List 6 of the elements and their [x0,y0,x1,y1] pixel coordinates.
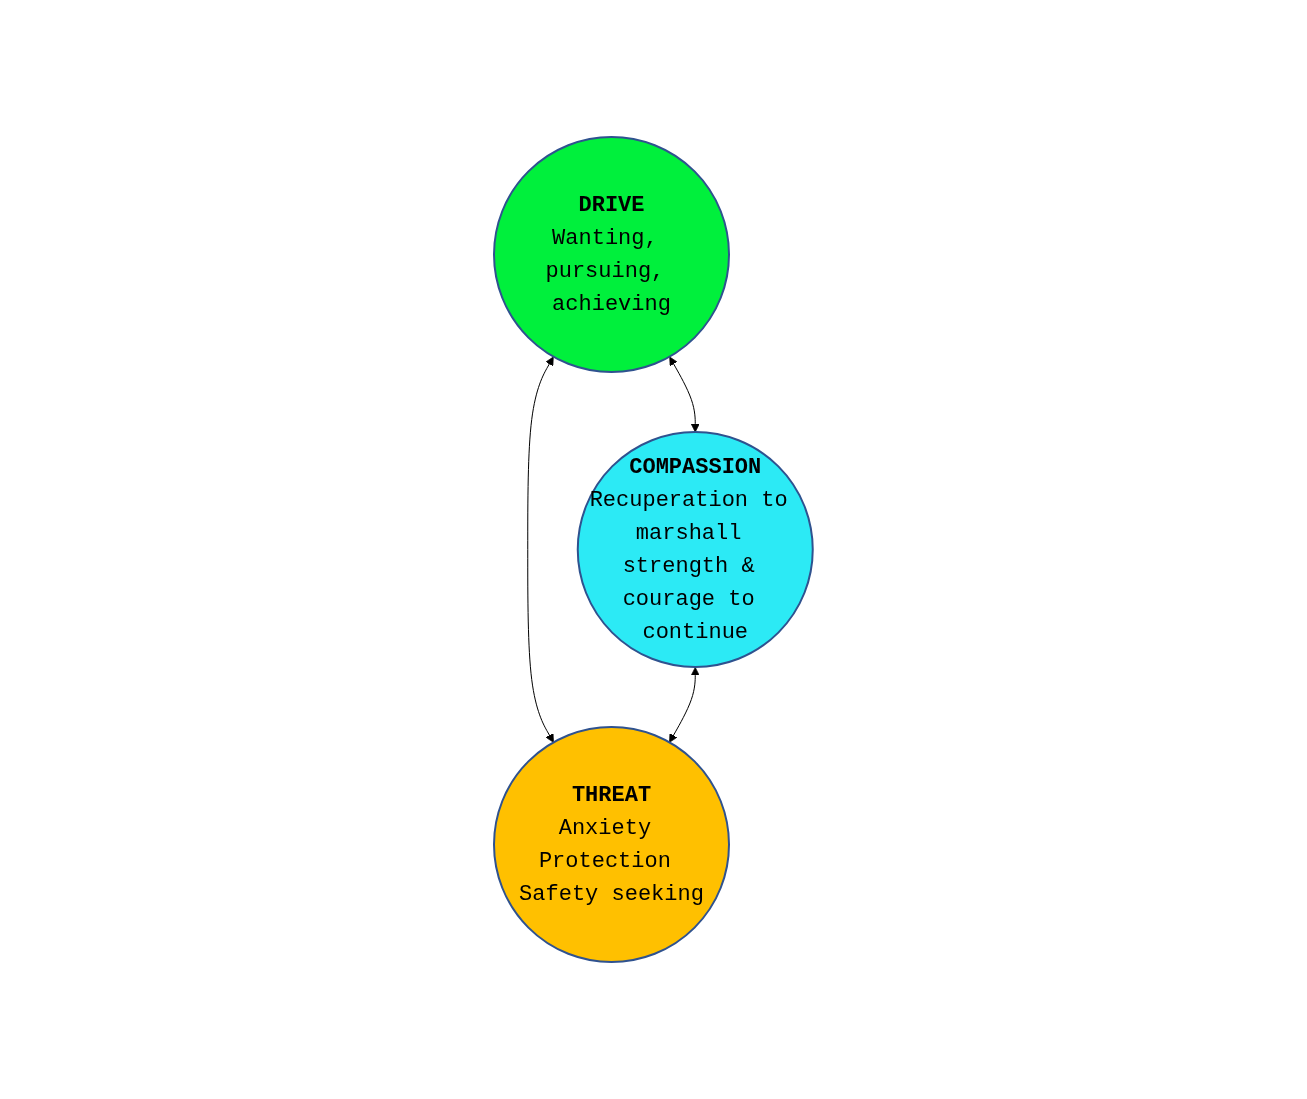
arrow [669,667,700,743]
node-circle: THREAT Anxiety Protection Safety seeking [493,726,731,963]
node-circle: DRIVE Wanting, pursuing, achieving [493,136,731,373]
arrow [527,356,554,743]
arrow [669,356,700,433]
node-circle: COMPASSION Recuperation to marshall strength & courage to continue [576,431,814,668]
